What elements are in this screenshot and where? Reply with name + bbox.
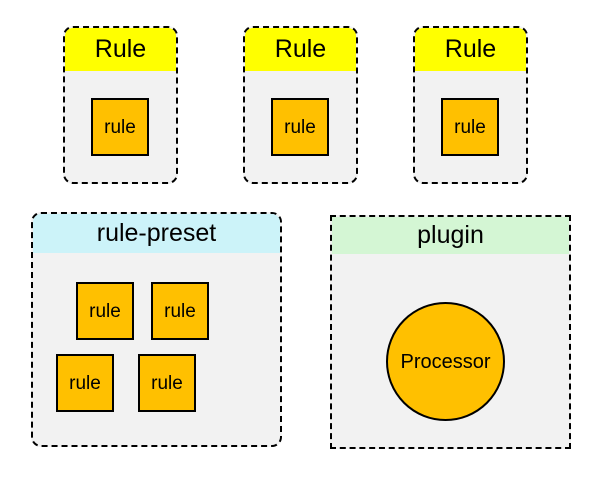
rule-node-label: rule: [89, 300, 121, 322]
rule-card-2: Rule rule: [243, 26, 358, 184]
plugin-card: plugin Processor: [330, 215, 571, 449]
processor-node: Processor: [386, 302, 505, 421]
rule-preset-title: rule-preset: [96, 219, 217, 247]
rule-card-3-title: Rule: [444, 35, 497, 63]
rule-node: rule: [441, 98, 499, 156]
rule-card-3-header: Rule: [415, 28, 526, 71]
rule-preset-card: rule-preset rule rule rule rule: [31, 212, 282, 447]
rule-preset-header: rule-preset: [33, 214, 280, 253]
processor-node-label: Processor: [400, 350, 491, 373]
rule-node: rule: [138, 354, 196, 412]
plugin-title: plugin: [417, 221, 484, 249]
rule-card-3: Rule rule: [413, 26, 528, 184]
rule-node-label: rule: [151, 372, 183, 394]
rule-node-label: rule: [104, 116, 136, 138]
rule-card-1: Rule rule: [63, 26, 178, 184]
rule-node: rule: [91, 98, 149, 156]
plugin-header: plugin: [332, 217, 569, 254]
rule-card-2-header: Rule: [245, 28, 356, 71]
rule-node: rule: [56, 354, 114, 412]
rule-card-1-header: Rule: [65, 28, 176, 71]
rule-node: rule: [271, 98, 329, 156]
rule-node: rule: [151, 282, 209, 340]
rule-node-label: rule: [284, 116, 316, 138]
rule-card-2-title: Rule: [274, 35, 327, 63]
rule-node-label: rule: [69, 372, 101, 394]
rule-card-1-title: Rule: [94, 35, 147, 63]
rule-node-label: rule: [454, 116, 486, 138]
rule-node-label: rule: [164, 300, 196, 322]
rule-node: rule: [76, 282, 134, 340]
